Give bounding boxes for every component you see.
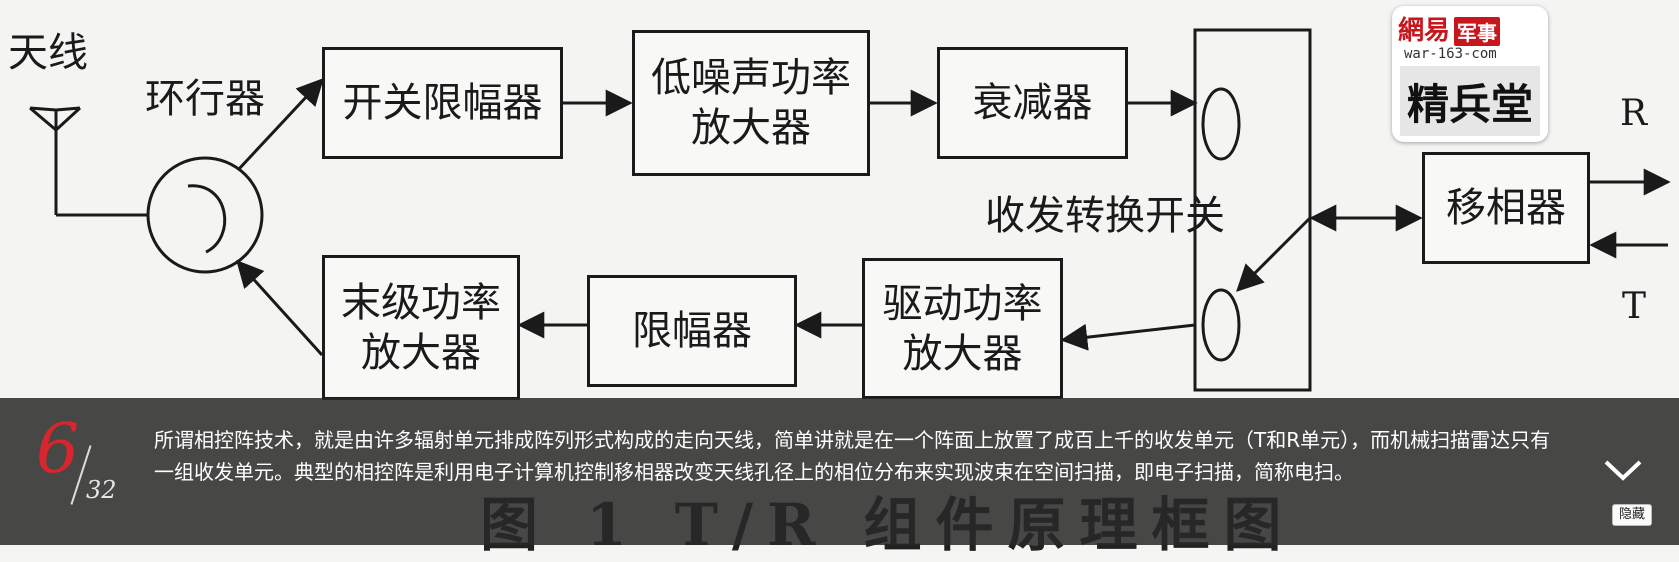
arrow-trswitch-driverpa	[1060, 323, 1196, 351]
slide-description: 所谓相控阵技术，就是由许多辐射单元排成阵列形式构成的走向天线，简单讲就是在一个阵…	[154, 428, 1551, 484]
chevron-down-icon	[1604, 460, 1642, 481]
diagram-wires	[29, 28, 1671, 392]
arrow-circulator-switchlimiter	[236, 78, 324, 172]
collapse-caption-button[interactable]	[1600, 456, 1646, 486]
hide-caption-button[interactable]: 隐藏	[1612, 504, 1653, 526]
final-pa-block: 末级功率 放大器	[322, 255, 520, 400]
driver-pa-block: 驱动功率 放大器	[862, 258, 1063, 399]
phase-shifter-block: 移相器	[1422, 152, 1590, 264]
circulator-label: 环行器	[145, 76, 265, 122]
tr-switch-pole	[1236, 216, 1312, 292]
r-port-label: R	[1620, 93, 1648, 134]
antenna-label: 天线	[8, 30, 88, 76]
current-slide-number: 6	[36, 410, 80, 489]
total-slide-count: 32	[86, 476, 117, 504]
slide-counter: 6 32	[36, 410, 126, 520]
watermark-brand: 精兵堂	[1400, 66, 1540, 136]
watermark-site: 網易	[1398, 16, 1451, 46]
attenuator-block: 衰减器	[937, 47, 1128, 159]
lna-block: 低噪声功率 放大器	[632, 30, 870, 176]
limiter-block: 限幅器	[587, 275, 797, 387]
caption-overlay: 6 32 所谓相控阵技术，就是由许多辐射单元排成阵列形式构成的走向天线，简单讲就…	[0, 398, 1679, 545]
watermark-tag: 军事	[1454, 17, 1501, 46]
circulator-icon	[146, 156, 264, 274]
netease-military-watermark: 網易军事 war-163-com 精兵堂	[1392, 6, 1548, 142]
watermark-site-text: 網易军事	[1398, 10, 1501, 47]
switch-limiter-block: 开关限幅器	[322, 47, 563, 159]
circulator-arrow-icon	[187, 184, 227, 254]
t-port-label: T	[1622, 286, 1647, 327]
arrow-finalpa-circulator	[236, 259, 324, 357]
watermark-url: war-163-com	[1404, 46, 1497, 62]
antenna-icon	[29, 106, 82, 162]
tr-switch-contact-top	[1201, 87, 1241, 161]
tr-switch-contact-bottom	[1201, 288, 1241, 362]
tr-switch-label: 收发转换开关	[985, 193, 1225, 239]
